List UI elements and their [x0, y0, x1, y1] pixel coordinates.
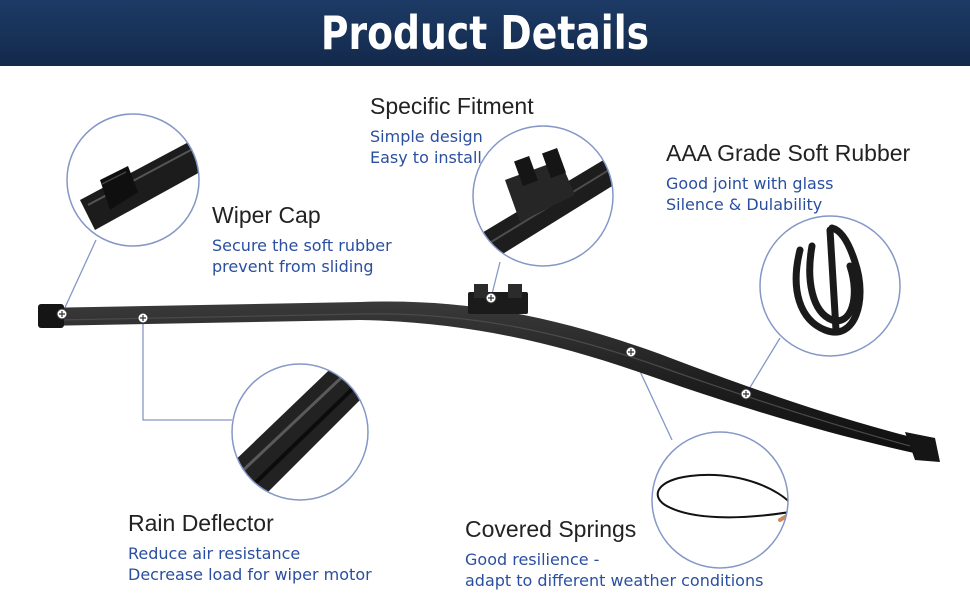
- zoom-wiper-cap: [66, 113, 200, 247]
- plus-marker-icon: [625, 346, 637, 358]
- feature-line: Decrease load for wiper motor: [128, 565, 372, 584]
- plus-marker-icon: [485, 292, 497, 304]
- feature-line: Good joint with glass: [666, 174, 834, 193]
- feature-covered-springs: Covered Springs Good resilience - adapt …: [465, 516, 763, 591]
- feature-title: Rain Deflector: [128, 510, 274, 536]
- feature-line: Simple design: [370, 127, 483, 146]
- feature-title: Covered Springs: [465, 516, 637, 542]
- feature-specific-fitment: Specific Fitment Simple design Easy to i…: [370, 93, 534, 168]
- feature-title: Wiper Cap: [212, 202, 321, 228]
- feature-wiper-cap: Wiper Cap Secure the soft rubber prevent…: [212, 202, 392, 277]
- feature-soft-rubber: AAA Grade Soft Rubber Good joint with gl…: [666, 140, 910, 215]
- feature-title: Specific Fitment: [370, 93, 534, 119]
- page-title: Product Details: [320, 6, 650, 60]
- plus-marker-icon: [56, 308, 68, 320]
- plus-marker-icon: [740, 388, 752, 400]
- header-banner: Product Details: [0, 0, 970, 66]
- feature-rain-deflector: Rain Deflector Reduce air resistance Dec…: [128, 510, 372, 585]
- zoom-rain-deflector: [231, 363, 369, 501]
- feature-line: Silence & Dulability: [666, 195, 823, 214]
- marker-icons: [56, 292, 752, 400]
- feature-line: Secure the soft rubber: [212, 236, 392, 255]
- feature-line: prevent from sliding: [212, 257, 374, 276]
- callout-lines: [61, 239, 781, 441]
- zoom-covered-springs: [651, 431, 789, 569]
- zoom-soft-rubber: [759, 215, 901, 357]
- feature-line: Reduce air resistance: [128, 544, 301, 563]
- feature-line: adapt to different weather conditions: [465, 571, 764, 590]
- feature-line: Easy to install: [370, 148, 482, 167]
- wiper-blade: [38, 284, 940, 462]
- feature-line: Good resilience -: [465, 550, 600, 569]
- plus-marker-icon: [137, 312, 149, 324]
- feature-title: AAA Grade Soft Rubber: [666, 140, 911, 166]
- zoom-specific-fitment: [472, 125, 614, 267]
